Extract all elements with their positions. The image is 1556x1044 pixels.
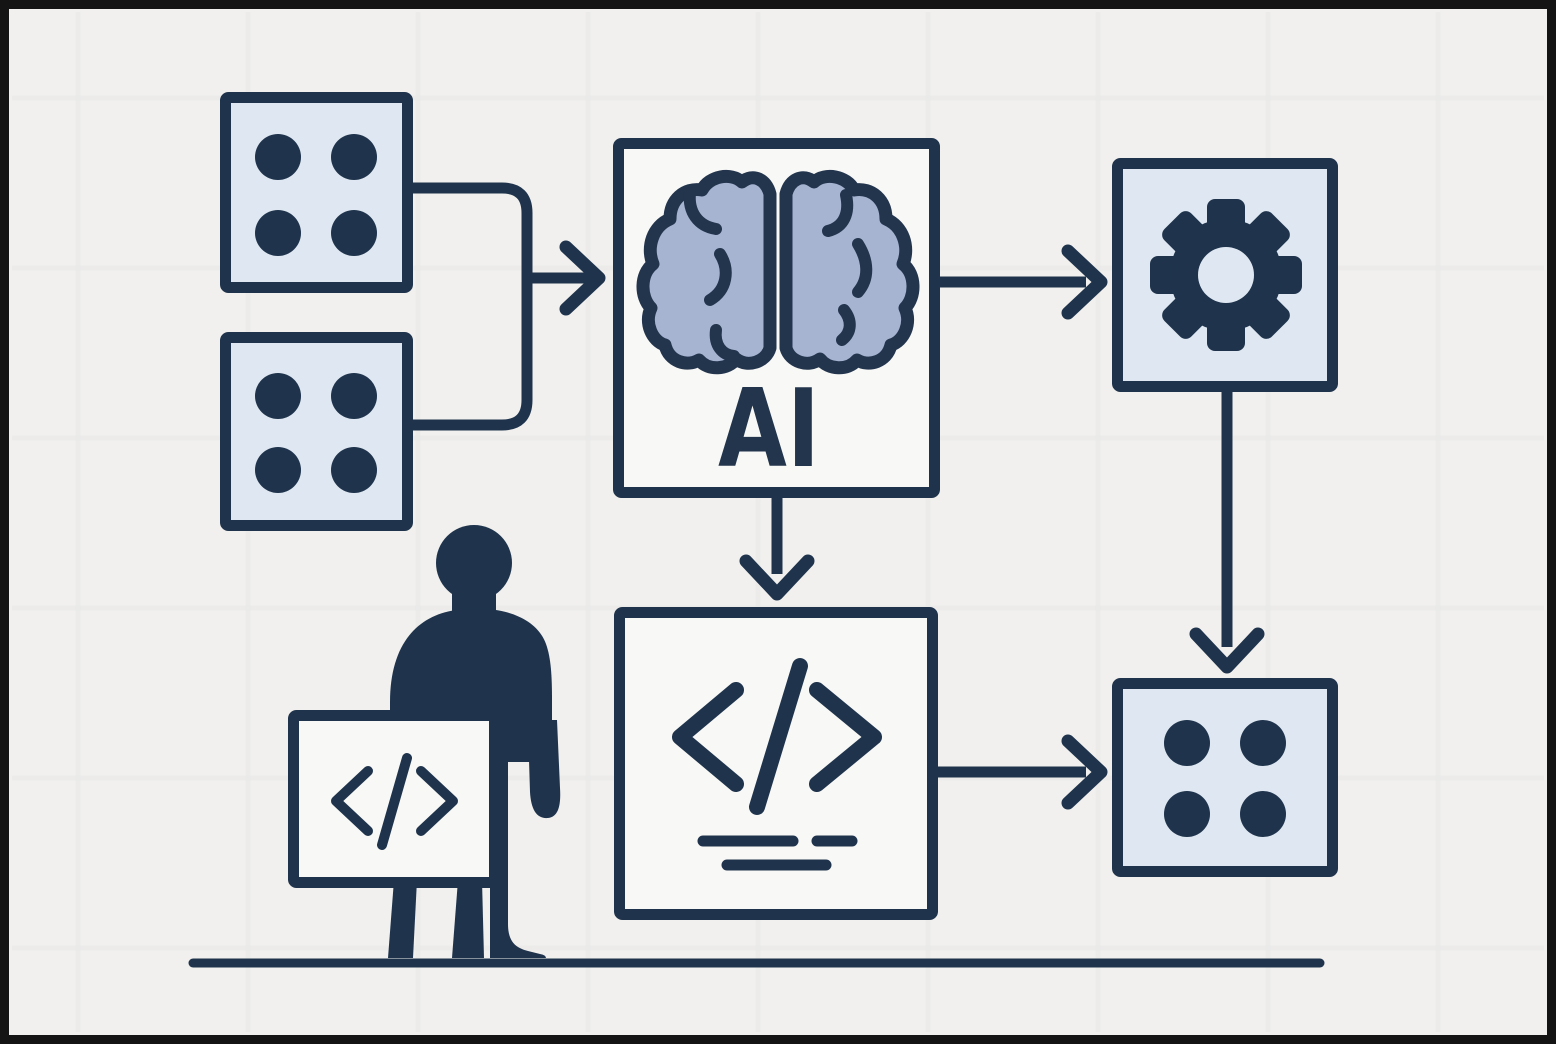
arrowhead-gear-to-output xyxy=(1189,627,1265,674)
input-box-1 xyxy=(220,92,413,293)
output-box-frame xyxy=(1112,678,1338,877)
arrowhead-ai-to-gear xyxy=(1061,244,1108,320)
sign-board xyxy=(288,710,500,888)
arrowhead-inputs-to-ai xyxy=(559,240,606,316)
person-leg-back xyxy=(388,880,417,958)
gear-hole xyxy=(1198,247,1254,303)
input-box-2 xyxy=(220,332,413,531)
arrowhead-ai-to-code xyxy=(739,554,815,601)
data-dots-icon xyxy=(255,134,377,256)
input-box-1-frame xyxy=(220,92,413,293)
code-detail-lines xyxy=(697,835,858,871)
brain-icon xyxy=(636,169,920,375)
gear-icon xyxy=(1150,199,1302,351)
connector-inputs-merge xyxy=(413,182,533,431)
output-box xyxy=(1112,678,1338,877)
arrowhead-code-to-output xyxy=(1061,734,1108,810)
person-head xyxy=(436,525,512,601)
sign-code-icon xyxy=(331,753,458,850)
data-dots-icon xyxy=(255,373,377,493)
person-leg-mid xyxy=(452,880,484,958)
ai-box: AI xyxy=(613,138,940,498)
ai-label: AI xyxy=(718,367,820,492)
process-box xyxy=(1112,158,1338,392)
input-box-2-frame xyxy=(220,332,413,531)
data-dots-icon xyxy=(1164,720,1286,837)
person-arm xyxy=(529,720,561,819)
person-leg-front-foot xyxy=(490,880,546,958)
code-box xyxy=(614,607,938,920)
connector-lines xyxy=(413,182,1265,810)
code-icon xyxy=(672,658,882,815)
